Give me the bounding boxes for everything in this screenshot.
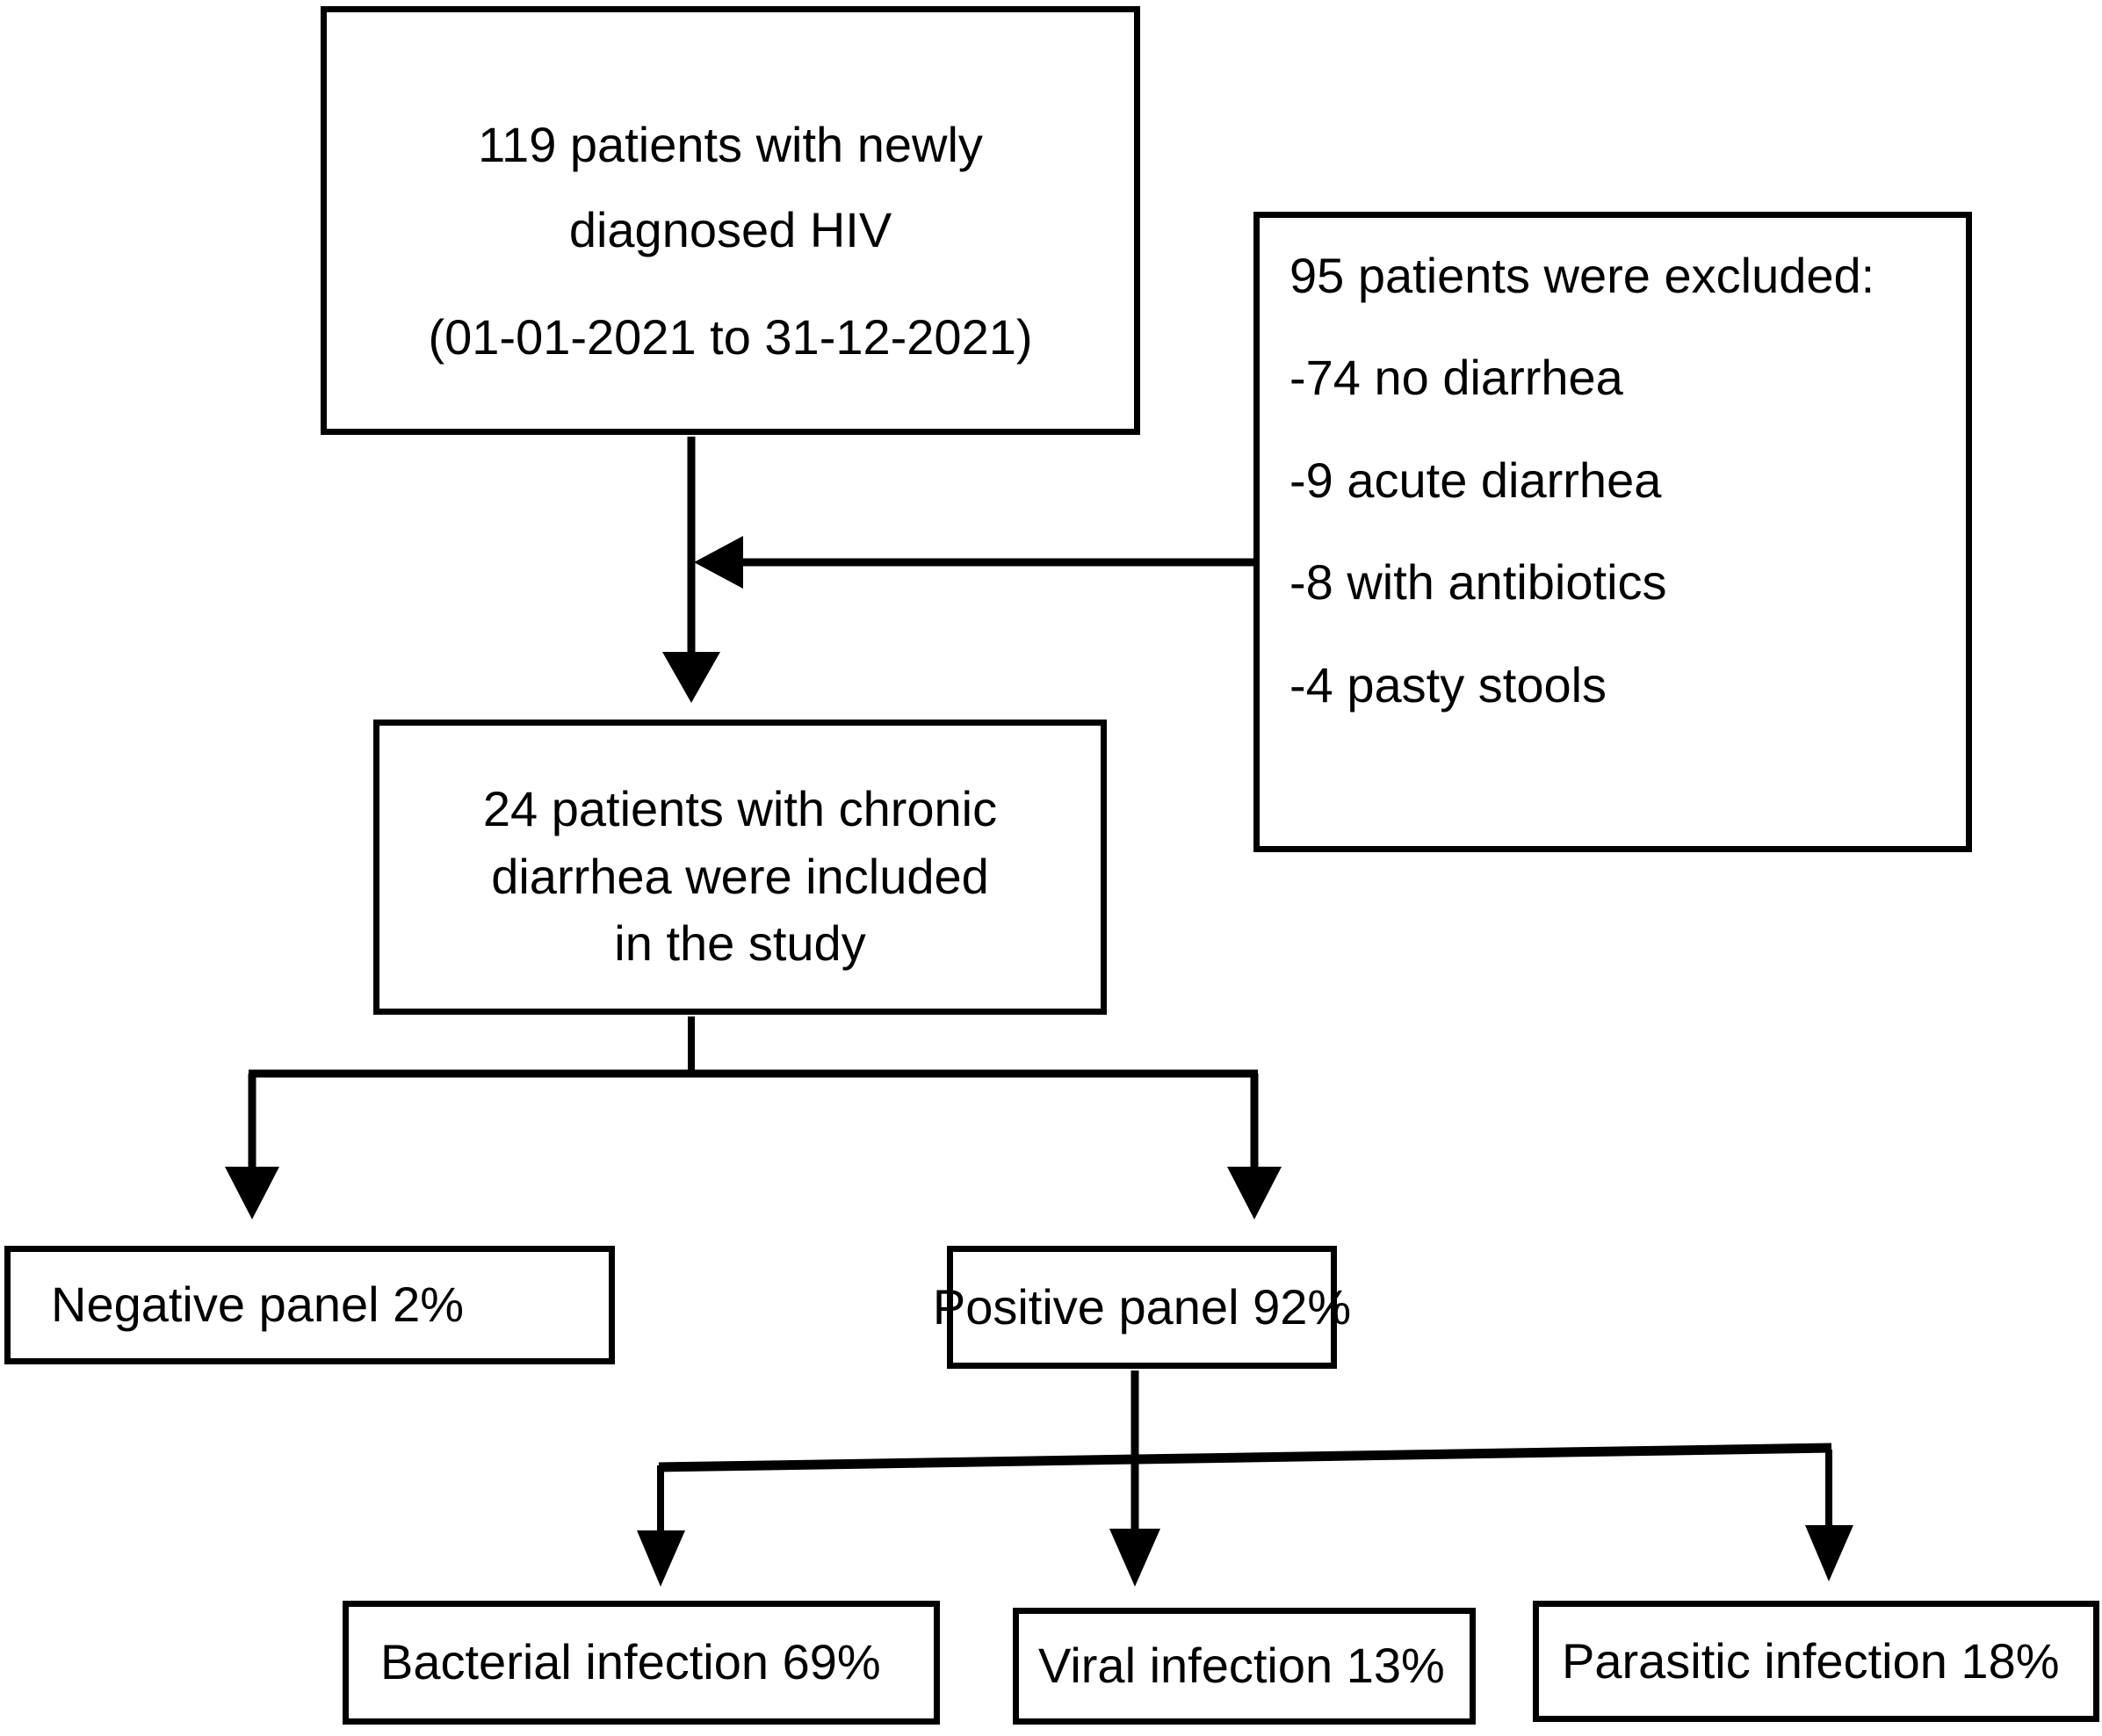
excluded-heading: 95 patients were excluded: [1289, 248, 1875, 303]
node-viral-infection: Viral infection 13% [1013, 1608, 1476, 1725]
bacterial-infection-label: Bacterial infection 69% [380, 1634, 881, 1690]
positive-panel-label: Positive panel 92% [932, 1278, 1352, 1335]
excluded-reason-acute-diarrhea: -9 acute diarrhea [1289, 452, 1662, 508]
excluded-reason-pasty-stools: -4 pasty stools [1289, 656, 1607, 712]
node-included-patients: 24 patients with chronic diarrhea were i… [373, 720, 1107, 1015]
excluded-reason-antibiotics: -8 with antibiotics [1289, 554, 1667, 611]
negative-panel-label: Negative panel 2% [51, 1277, 465, 1333]
included-line-3: in the study [614, 915, 866, 972]
viral-infection-label: Viral infection 13% [1038, 1638, 1445, 1694]
edge-included-split [225, 1016, 1282, 1219]
screened-line-2: diagnosed HIV [568, 201, 892, 257]
edge-screened-to-included [662, 437, 720, 703]
parasitic-infection-label: Parasitic infection 18% [1562, 1632, 2060, 1689]
node-screened-patients: 119 patients with newly diagnosed HIV (0… [321, 6, 1140, 435]
node-negative-panel: Negative panel 2% [4, 1246, 615, 1364]
excluded-reason-no-diarrhea: -74 no diarrhea [1289, 350, 1623, 406]
node-excluded-patients: 95 patients were excluded: -74 no diarrh… [1253, 212, 1972, 852]
included-line-2: diarrhea were included [491, 848, 989, 904]
included-line-1: 24 patients with chronic [482, 781, 998, 837]
screened-line-3: (01-01-2021 to 31-12-2021) [428, 309, 1033, 365]
edge-excluded-to-stem [694, 536, 1253, 589]
node-parasitic-infection: Parasitic infection 18% [1533, 1601, 2099, 1722]
node-bacterial-infection: Bacterial infection 69% [343, 1601, 940, 1725]
edge-positive-panel-split [637, 1371, 1853, 1587]
node-positive-panel: Positive panel 92% [933, 1246, 1351, 1369]
screened-line-1: 119 patients with newly [478, 117, 983, 173]
